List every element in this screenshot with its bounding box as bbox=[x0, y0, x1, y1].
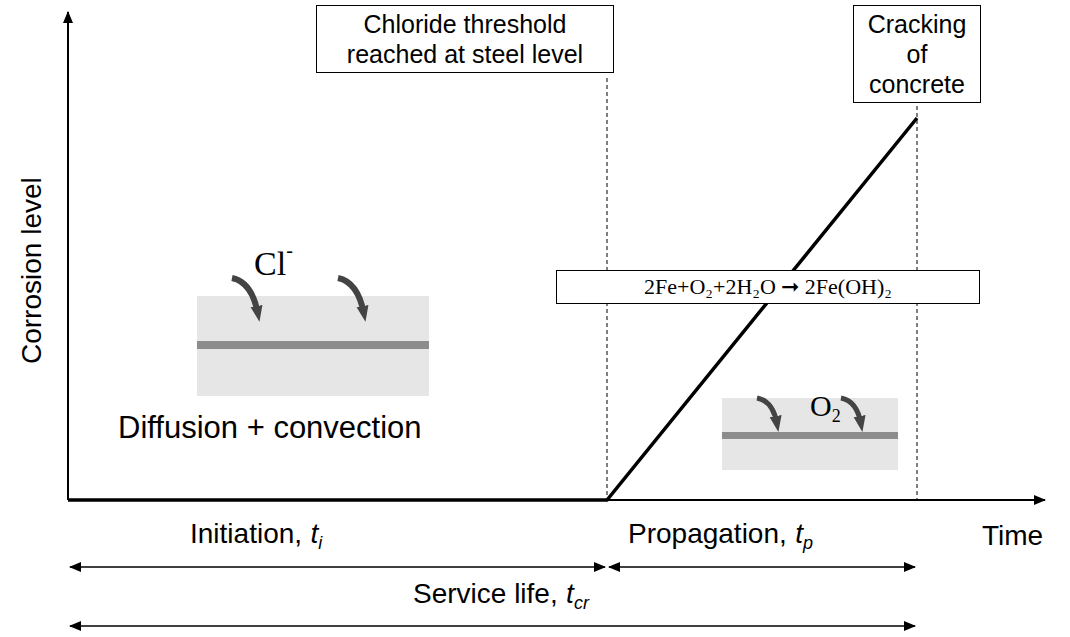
mechanism-label: Diffusion + convection bbox=[118, 412, 422, 443]
phase-label: Initiation, ti bbox=[190, 520, 322, 552]
phase-label-text: Initiation, bbox=[190, 518, 302, 549]
box-text: 2Fe+O₂+2H₂O ➞ 2Fe(OH)₂ bbox=[644, 274, 892, 300]
y-axis bbox=[67, 12, 69, 500]
mechanism-label-text: Diffusion + convection bbox=[118, 410, 422, 445]
span-label-text: cr bbox=[574, 593, 589, 613]
axis-title-text: Time bbox=[982, 520, 1043, 551]
oxygen-arrow bbox=[841, 398, 861, 424]
equation-box: 2Fe+O₂+2H₂O ➞ 2Fe(OH)₂ bbox=[556, 270, 980, 304]
span-label-text: t bbox=[566, 578, 574, 609]
box-text: Chloride threshold reached at steel leve… bbox=[325, 9, 605, 69]
phase-label-text: t bbox=[795, 518, 803, 549]
gas-label-text: O bbox=[810, 389, 832, 422]
ion-label: Cl- bbox=[254, 240, 293, 281]
diffusion-arrow bbox=[232, 278, 258, 314]
axis-title-text: Corrosion level bbox=[16, 177, 47, 364]
span-label-text: Service life, bbox=[413, 578, 558, 609]
gas-label: O2 bbox=[810, 391, 841, 425]
span-arrow bbox=[609, 566, 915, 568]
phase-label: Propagation, tp bbox=[628, 520, 813, 552]
span-label: Service life, tcr bbox=[413, 580, 589, 612]
event-box: Cracking of concrete bbox=[853, 5, 981, 103]
span-arrow bbox=[70, 566, 605, 568]
diffusion-arrow bbox=[338, 278, 364, 314]
phase-label-text: Propagation, bbox=[628, 518, 787, 549]
box-text: Cracking of concrete bbox=[862, 9, 972, 99]
phase-label-text: t bbox=[310, 518, 318, 549]
axis-title: Corrosion level bbox=[18, 177, 46, 364]
steel-bar bbox=[722, 432, 898, 439]
corrosion-curve bbox=[68, 118, 917, 500]
ion-label-text: - bbox=[286, 239, 293, 261]
axis-title: Time bbox=[982, 522, 1043, 550]
oxygen-arrow bbox=[757, 398, 777, 424]
concrete-section bbox=[197, 296, 429, 396]
span-arrow bbox=[70, 625, 915, 627]
phase-label-text: p bbox=[803, 533, 813, 553]
event-box: Chloride threshold reached at steel leve… bbox=[316, 5, 614, 73]
gas-label-text: 2 bbox=[832, 406, 841, 426]
steel-bar bbox=[197, 341, 429, 349]
phase-label-text: i bbox=[318, 533, 322, 553]
ion-label-text: Cl bbox=[254, 245, 286, 282]
